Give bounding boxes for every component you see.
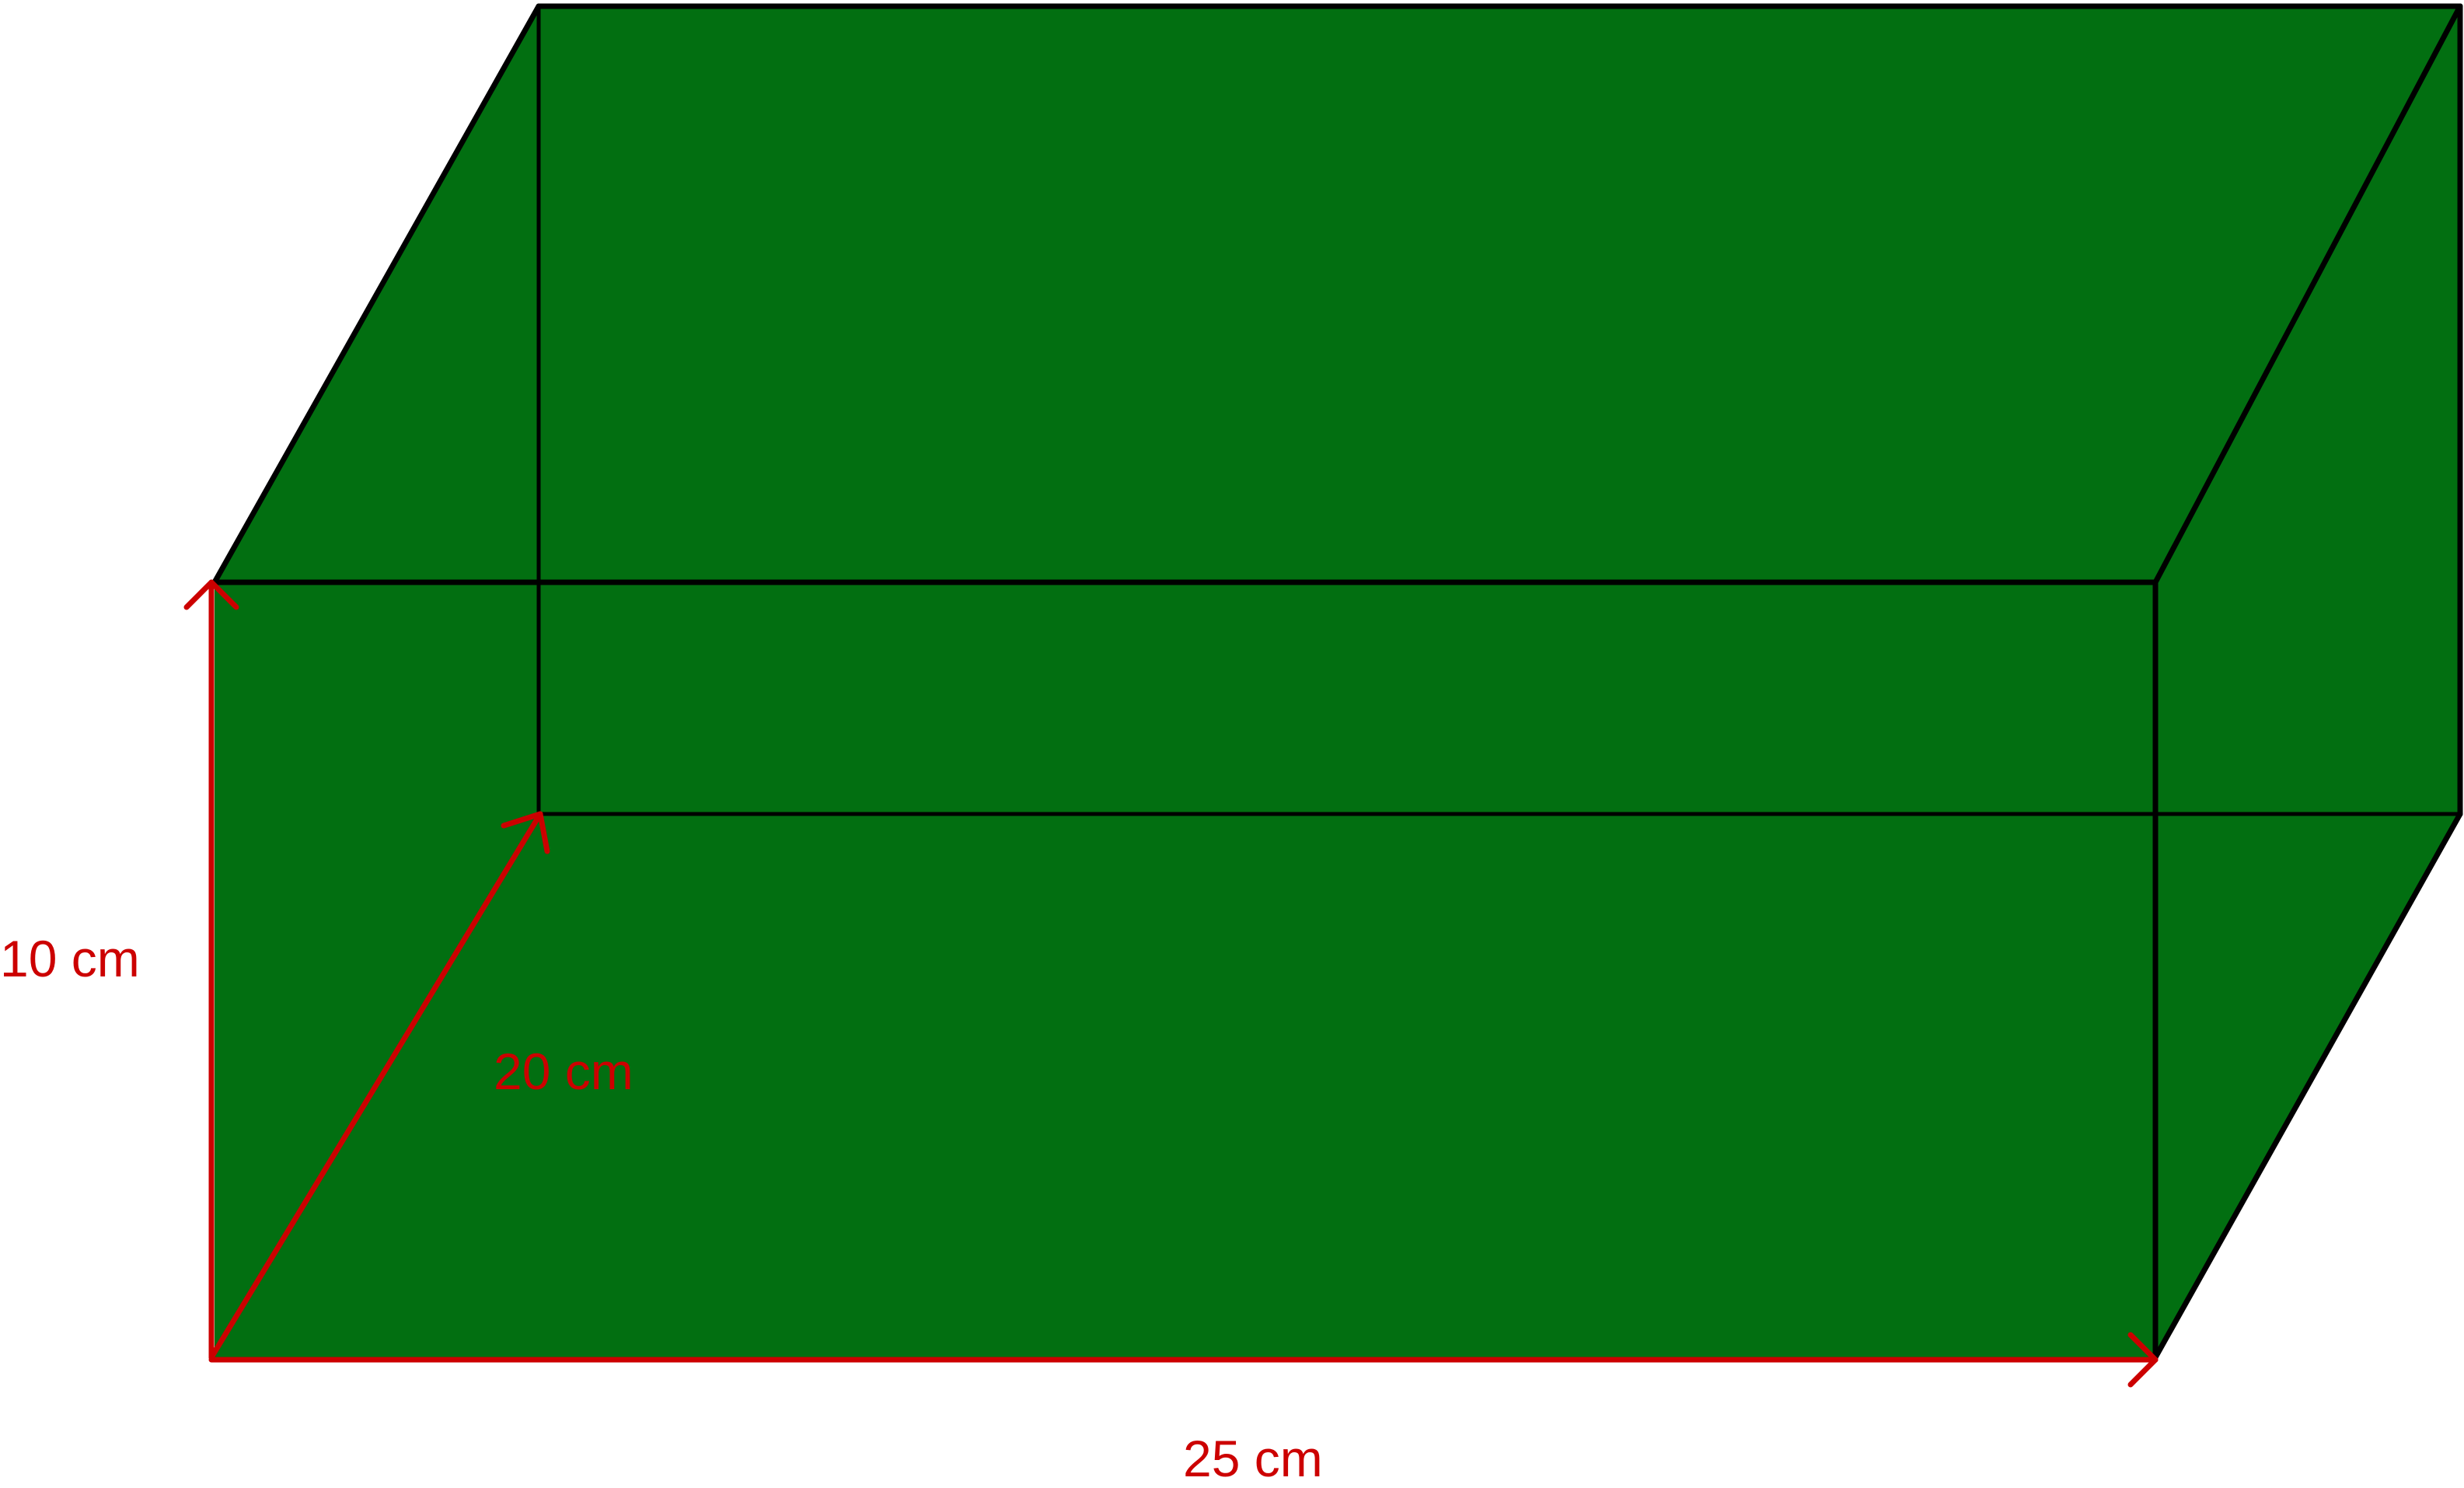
top-right-edge [2152, 3, 2463, 585]
length-arrowhead [2127, 1332, 2159, 1388]
depth-label: 20 cm [494, 1043, 633, 1100]
dimension-arrows [183, 579, 2159, 1388]
depth-arrow [208, 811, 543, 1361]
top-left-edge [211, 3, 542, 585]
prism-faces [215, 6, 2460, 1357]
hidden-edges [536, 6, 2460, 816]
top-face [215, 6, 2460, 582]
right-bottom-edge [2152, 811, 2463, 1361]
front-face [215, 582, 2155, 1357]
right-face [2155, 6, 2460, 1357]
height-arrowhead [183, 579, 239, 610]
depth-arrowhead [501, 811, 550, 854]
visible-edges [211, 3, 2463, 1361]
height-label: 10 cm [0, 930, 140, 987]
length-label: 25 cm [1183, 1430, 1323, 1487]
